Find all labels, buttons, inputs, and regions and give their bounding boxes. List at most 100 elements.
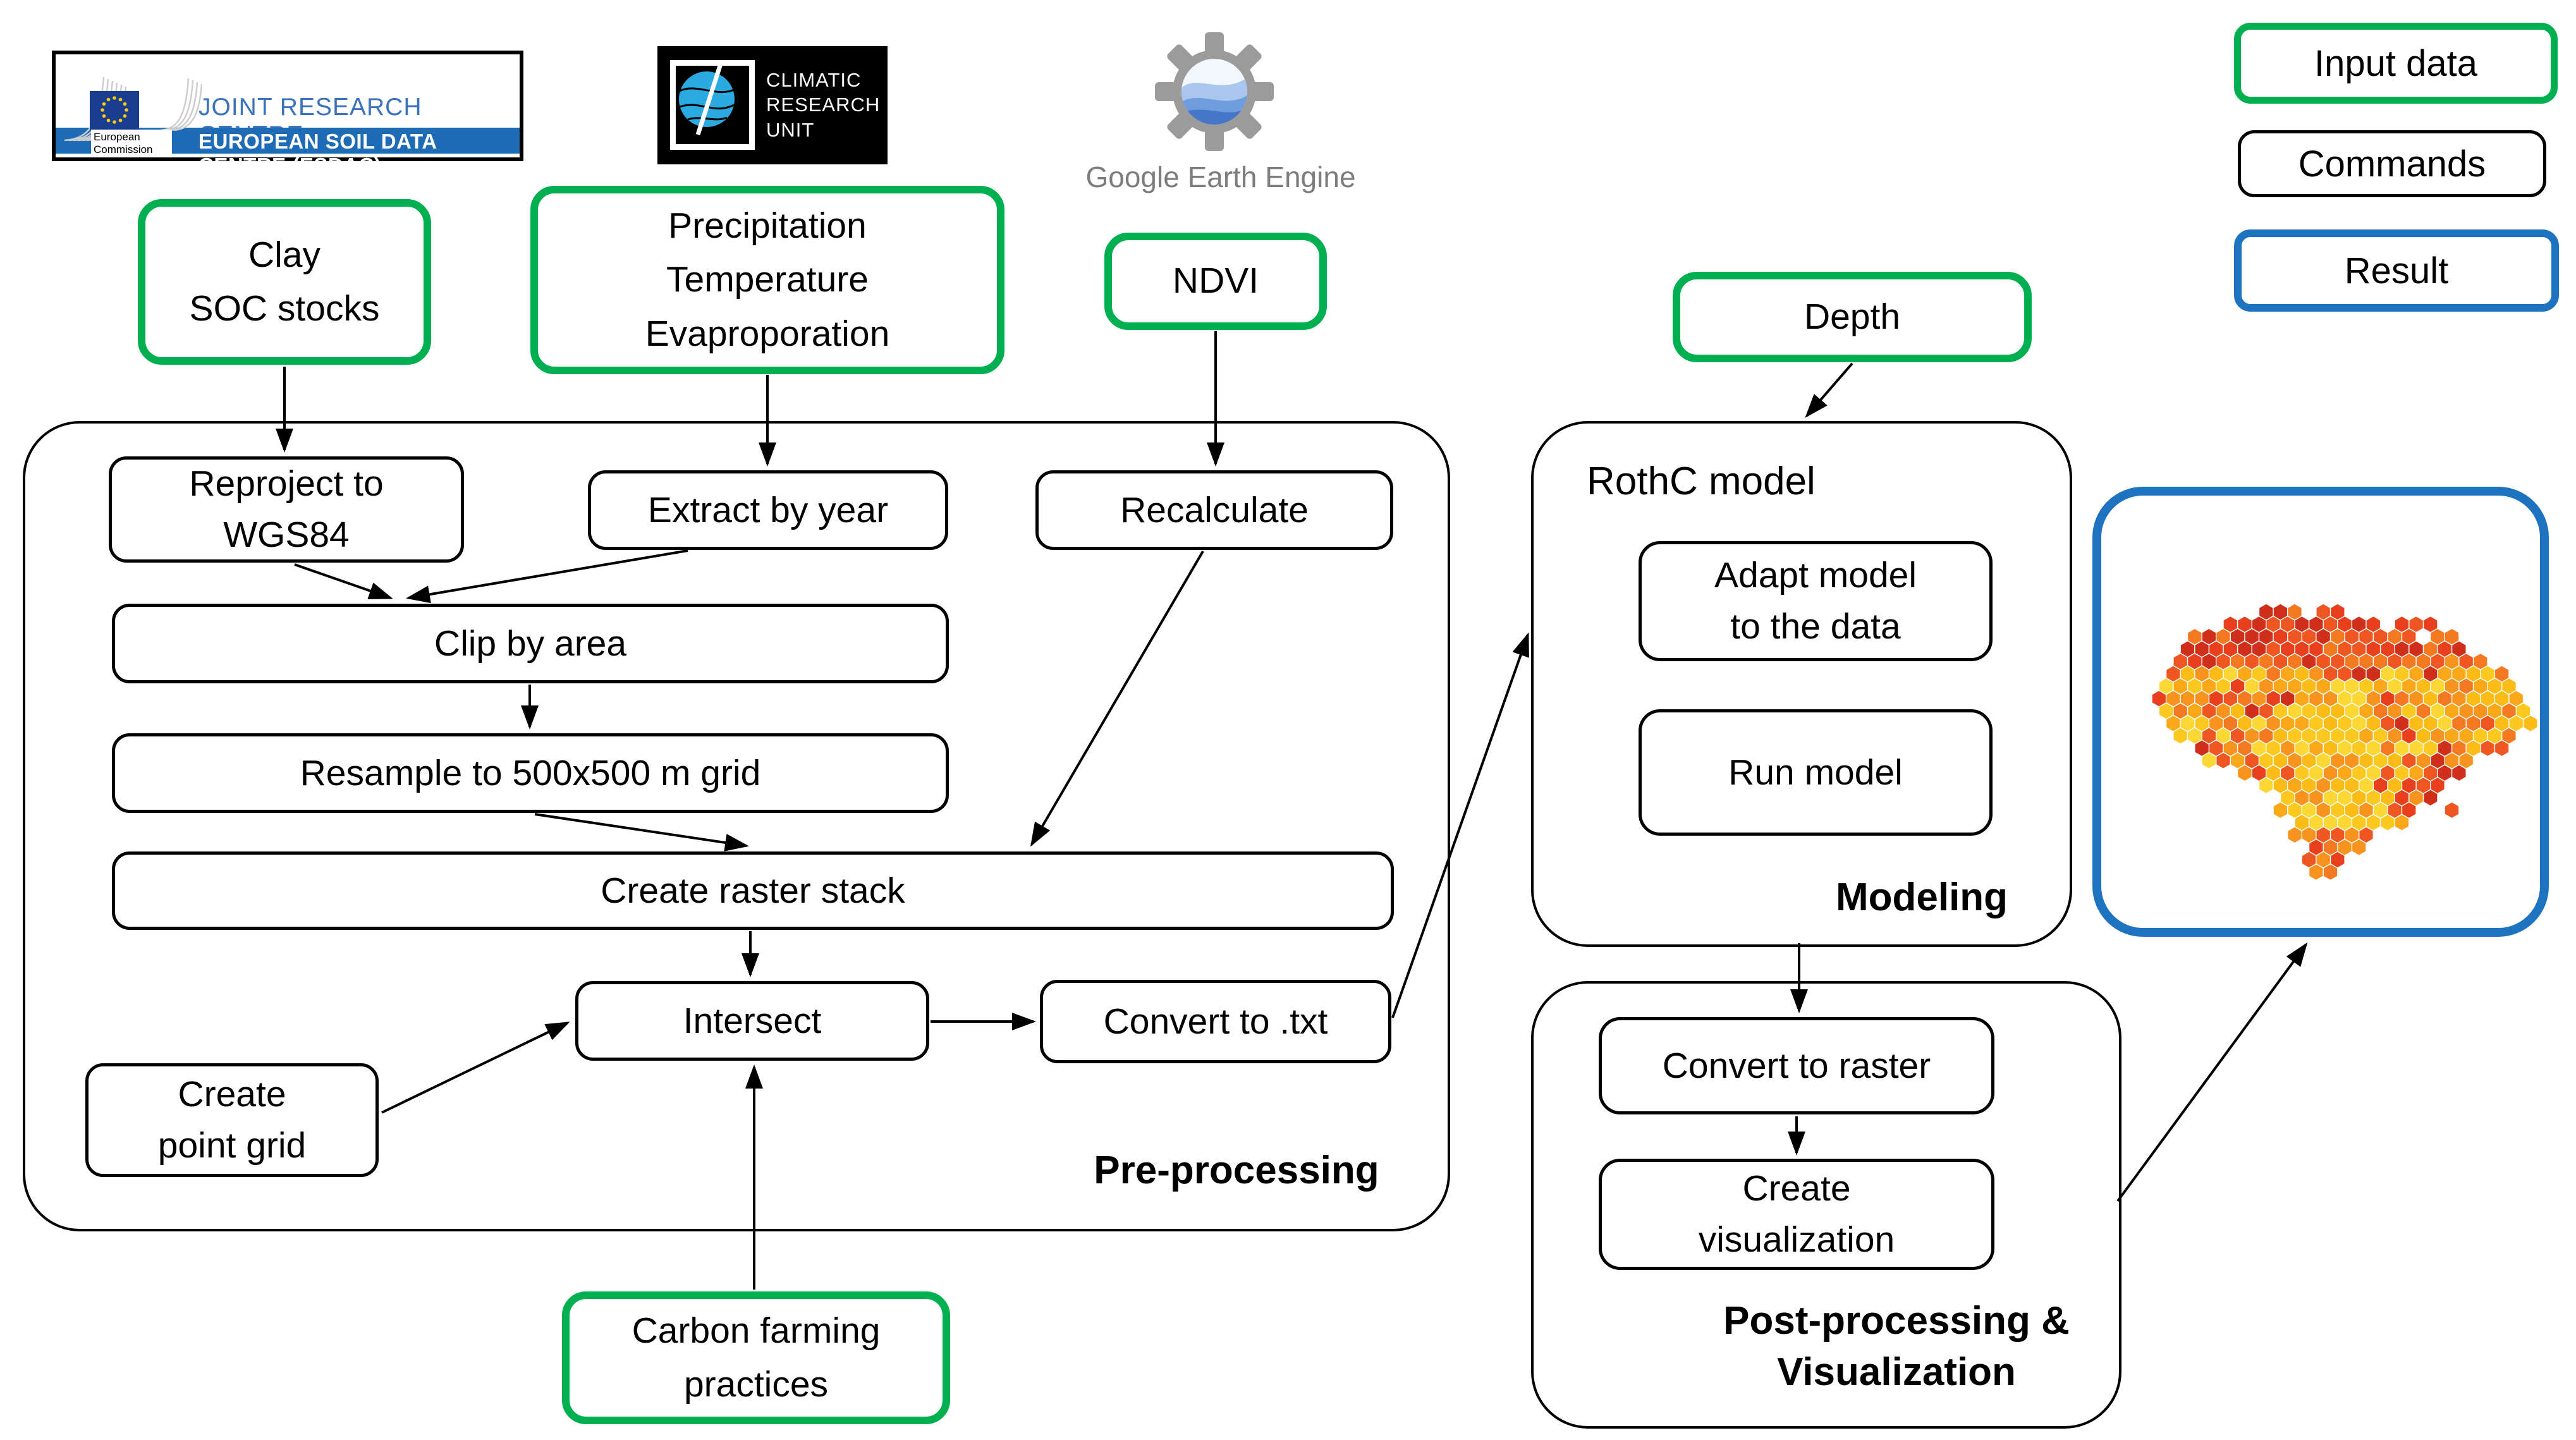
hex-cell [2316,629,2330,645]
hex-cell [2273,802,2287,818]
gee-gear-globe-icon [1155,32,1274,151]
legend-input-data: Input data [2234,23,2558,104]
hex-cell [2295,790,2309,806]
hex-cell [2266,765,2280,781]
hex-cell [2466,691,2481,707]
legend-result-label: Result [2344,250,2449,291]
hex-cell [2431,629,2445,645]
hex-cell [2445,654,2459,669]
hex-cell [2209,641,2223,657]
hex-cell [2395,616,2409,632]
hex-cell [2366,790,2380,806]
hex-cell [2409,716,2423,731]
hex-cell [2216,678,2230,694]
hex-cell [2309,666,2323,682]
hex-cell [2309,740,2323,756]
hex-cell [2402,629,2416,645]
hex-cell [2338,815,2352,831]
hex-cell [2309,765,2323,781]
hex-cell [2173,728,2187,744]
hex-cell [2502,678,2516,694]
hex-cell [2259,678,2273,694]
hex-cell [2252,740,2266,756]
hex-cell [2466,716,2481,731]
input-clay-soc-stocks: Clay SOC stocks [138,199,431,365]
hex-cell [2302,703,2316,719]
hex-cell [2288,604,2302,620]
hex-cell [2202,629,2216,645]
hex-cell [2188,678,2202,694]
hex-cell [2466,666,2481,682]
hex-cell [2402,802,2416,818]
input-precipitation-temperature-evaporation: Precipitation Temperature Evaproporation [530,186,1004,374]
hex-cell [2188,728,2202,744]
hex-cell [2416,678,2430,694]
hex-cell [2231,678,2245,694]
hex-cell [2281,716,2295,731]
hex-cell [2216,703,2230,719]
hex-cell [2316,802,2330,818]
hex-cell [2309,691,2323,707]
hex-cell [2316,678,2330,694]
hex-cell [2273,604,2287,620]
hex-cell [2245,678,2259,694]
hex-cell [2438,765,2451,781]
hex-cell [2259,604,2273,620]
hex-cell [2295,691,2309,707]
arrow-depth-to-modeling [1805,362,1853,418]
hex-cell [2495,716,2509,731]
hex-cell [2338,691,2352,707]
hex-cell [2323,641,2338,657]
hex-cell [2352,691,2366,707]
hex-cell [2238,691,2252,707]
hex-cell [2409,616,2423,632]
hex-cell [2381,691,2395,707]
hex-cell [2331,629,2345,645]
hex-cell [2374,678,2388,694]
hex-cell [2323,691,2338,707]
hex-cell [2316,654,2330,669]
hex-cell [2445,728,2459,744]
hex-cell [2431,728,2445,744]
hex-cell [2295,666,2309,682]
hex-cell [2381,740,2395,756]
hex-cell [2416,753,2430,769]
hex-cell [2481,691,2494,707]
hex-cell [2209,666,2223,682]
hex-cell [2281,765,2295,781]
hex-cell [2445,703,2459,719]
hex-cell [2245,728,2259,744]
hex-cell [2366,765,2380,781]
hex-cell [2366,815,2380,831]
hex-cell [2323,716,2338,731]
hex-cell [2281,616,2295,632]
hex-cell [2266,666,2280,682]
hex-cell [2216,728,2230,744]
hex-cell [2438,641,2451,657]
hex-cell [2288,703,2302,719]
hex-cell [2295,815,2309,831]
hex-cell [2374,753,2388,769]
gee-caption: Google Earth Engine [1085,161,1356,193]
rothc-model-header: RothC model [1587,460,1816,503]
hex-cell [2302,753,2316,769]
hex-cell [2159,703,2173,719]
hex-cell [2452,691,2466,707]
hex-cell [2424,740,2438,756]
hex-cell [2345,753,2359,769]
hex-cell [2331,802,2345,818]
hex-cell [2352,765,2366,781]
hex-cell [2202,703,2216,719]
hex-cell [2331,678,2345,694]
hex-cell [2409,691,2423,707]
hex-cell [2487,728,2501,744]
hex-cell [2266,691,2280,707]
hex-cell [2273,728,2287,744]
hex-cell [2238,716,2252,731]
hex-cell [2438,666,2451,682]
hex-cell [2445,802,2459,818]
jrc-banner-text: EUROPEAN SOIL DATA CENTRE (ESDAC) [198,130,437,177]
hex-cell [2352,740,2366,756]
hex-cell [2252,691,2266,707]
